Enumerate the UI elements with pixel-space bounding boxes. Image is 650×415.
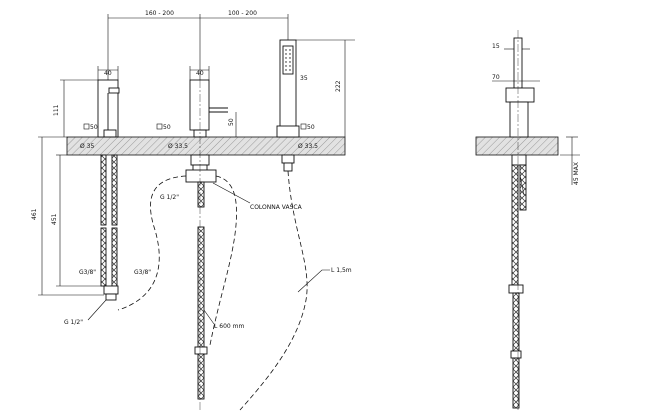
l600-leader: [203, 309, 215, 325]
label-thread-g12-top: G 1/2": [160, 194, 179, 201]
dim-spacing-right: 100 - 200: [228, 10, 257, 17]
dimension-lines: [38, 14, 355, 296]
center-lines: [199, 30, 519, 410]
square-markers: [83, 123, 307, 130]
label-diverter-column: COLONNA VASCA: [250, 204, 303, 211]
hose-l15-leader: [297, 269, 330, 293]
label-thread-g12-bottom: G 1/2": [64, 319, 83, 326]
dim-spacing-left: 160 - 200: [145, 10, 174, 17]
mixer-handle: [185, 79, 228, 400]
side-view: [475, 37, 559, 409]
dim-hose-length: 451: [51, 213, 58, 225]
dim-square-50-a: 50: [90, 124, 98, 131]
dim-height-spout: 111: [53, 104, 60, 116]
label-thread-g38-left: G3/8": [79, 269, 96, 276]
g12-bottom-leader: [87, 299, 107, 321]
diverter-leader: [212, 182, 251, 204]
label-hose-l15: L 1,5m: [331, 267, 352, 274]
label-thread-g38-right: G3/8": [134, 269, 151, 276]
dim-width-spout: 40: [104, 70, 112, 77]
dim-square-50-b: 50: [163, 124, 171, 131]
dim-width-shower: 35: [300, 75, 308, 82]
dim-hole-33-5-b: Ø 33.5: [298, 143, 318, 150]
dim-height-shower: 222: [335, 80, 342, 92]
dim-height-handle: 50: [228, 118, 235, 126]
side-view-dimensions: [492, 48, 580, 196]
shower-hose: [117, 170, 308, 411]
dim-square-50-c: 50: [307, 124, 315, 131]
dim-hole-33-5-a: Ø 33.5: [168, 143, 188, 150]
spout: [97, 79, 120, 301]
dim-total-height: 461: [31, 208, 38, 220]
dim-hole-35: Ø 35: [80, 143, 94, 150]
side-dim-mid: 70: [492, 74, 500, 81]
label-hose-l600: L 600 mm: [214, 323, 244, 330]
dim-width-handle: 40: [196, 70, 204, 77]
side-dim-max-thickness: 45 MAX: [573, 162, 580, 185]
side-dim-top: 15: [492, 43, 500, 50]
